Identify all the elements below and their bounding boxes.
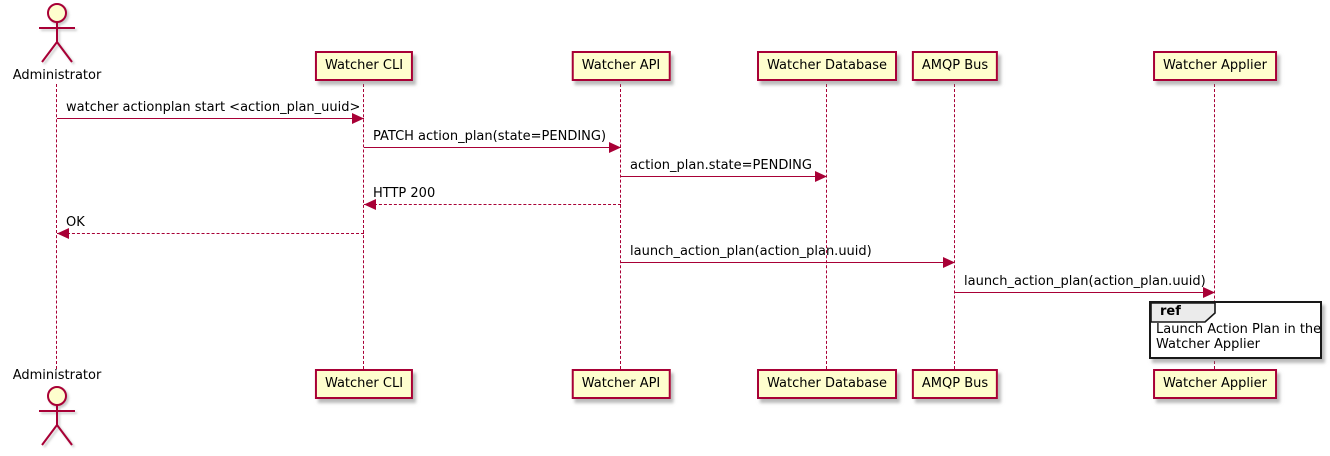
message-arrowhead (57, 228, 69, 239)
lifeline-watcher-applier (1214, 84, 1215, 369)
participant-amqp-bus-top: AMQP Bus (911, 51, 999, 81)
lifeline-amqp-bus (954, 84, 955, 369)
message-arrowhead (364, 199, 376, 210)
message-label: action_plan.state=PENDING (630, 158, 812, 173)
message-label: launch_action_plan(action_plan.uuid) (630, 244, 872, 259)
participant-watcher-database-bottom: Watcher Database (757, 369, 897, 399)
message-line (621, 262, 955, 263)
message-line (57, 233, 364, 234)
message-line (57, 118, 364, 119)
message-label: PATCH action_plan(state=PENDING) (373, 129, 607, 144)
message-arrowhead (352, 113, 364, 124)
message-label: launch_action_plan(action_plan.uuid) (964, 274, 1206, 289)
actor-figure-bottom (34, 385, 80, 453)
ref-text-line: Launch Action Plan in the (1156, 322, 1322, 337)
message-arrowhead (815, 171, 827, 182)
lifeline-watcher-api (620, 84, 621, 369)
participant-watcher-api-bottom: Watcher API (571, 369, 671, 399)
actor-stick-figure-icon (39, 386, 75, 446)
participant-watcher-database-top: Watcher Database (757, 51, 897, 81)
message-arrowhead (1203, 287, 1215, 298)
lifeline-administrator (56, 84, 57, 369)
message-line (364, 204, 621, 205)
message-label: watcher actionplan start <action_plan_uu… (66, 100, 361, 115)
message-arrowhead (609, 142, 621, 153)
message-label: HTTP 200 (373, 186, 436, 201)
actor-stick-figure-icon (39, 3, 75, 63)
ref-keyword: ref (1160, 304, 1181, 319)
ref-fragment-header (1150, 302, 1218, 327)
actor-figure-top (34, 2, 80, 70)
actor-label-bottom: Administrator (12, 368, 102, 383)
participant-watcher-applier-top: Watcher Applier (1153, 51, 1277, 81)
lifeline-watcher-database (826, 84, 827, 369)
participant-amqp-bus-bottom: AMQP Bus (911, 369, 999, 399)
message-line (364, 147, 621, 148)
actor-label-top: Administrator (12, 68, 102, 83)
message-arrowhead (943, 257, 955, 268)
message-line (621, 176, 827, 177)
participant-watcher-cli-top: Watcher CLI (314, 51, 414, 81)
participant-watcher-cli-bottom: Watcher CLI (314, 369, 414, 399)
message-line (955, 292, 1215, 293)
participant-watcher-api-top: Watcher API (571, 51, 671, 81)
ref-text-line: Watcher Applier (1156, 336, 1260, 352)
lifeline-watcher-cli (363, 84, 364, 369)
message-label: OK (66, 215, 85, 230)
participant-watcher-applier-bottom: Watcher Applier (1153, 369, 1277, 399)
